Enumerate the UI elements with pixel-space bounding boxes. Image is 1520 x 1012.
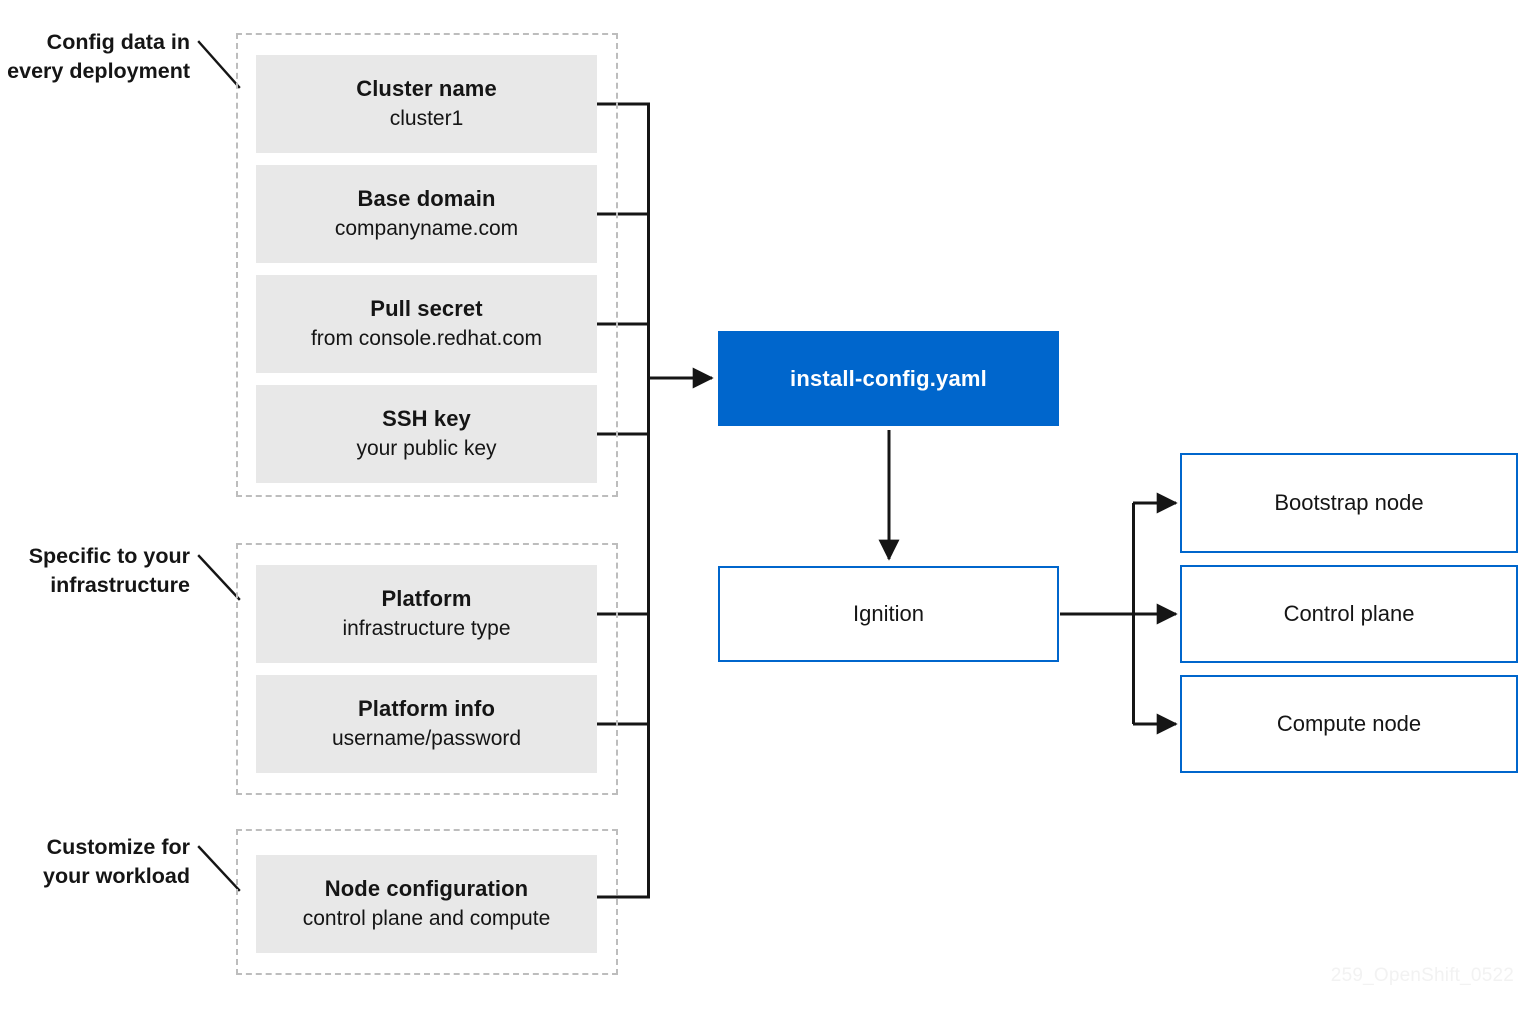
card-platform-info-title: Platform info [358, 695, 495, 721]
card-ssh-key[interactable]: SSH key your public key [256, 385, 597, 483]
card-cluster-name[interactable]: Cluster name cluster1 [256, 55, 597, 153]
annotation-workload: Customize for your workload [43, 835, 190, 888]
card-cluster-name-title: Cluster name [356, 75, 497, 101]
card-platform-info[interactable]: Platform info username/password [256, 675, 597, 773]
leader-line-infrastructure [197, 554, 241, 601]
group-workload [236, 829, 618, 975]
card-platform[interactable]: Platform infrastructure type [256, 565, 597, 663]
card-platform-value: infrastructure type [342, 617, 511, 641]
install-config-node-label: install-config.yaml [790, 365, 987, 391]
leader-line-workload [197, 845, 241, 892]
watermark: 259_OpenShift_0522 [1330, 965, 1514, 986]
card-ssh-key-value: your public key [356, 437, 497, 461]
control-plane-node-label: Control plane [1283, 601, 1415, 626]
ignition-node[interactable]: Ignition [718, 566, 1059, 662]
card-pull-secret-value: from console.redhat.com [310, 327, 543, 351]
card-node-configuration-title: Node configuration [324, 875, 529, 901]
bootstrap-node-label: Bootstrap node [1274, 490, 1424, 515]
card-base-domain[interactable]: Base domain companyname.com [256, 165, 597, 263]
card-base-domain-title: Base domain [357, 185, 496, 211]
leader-line-config-data [197, 40, 241, 89]
card-node-configuration-value: control plane and compute [302, 907, 551, 931]
card-pull-secret-title: Pull secret [370, 295, 483, 321]
compute-node-label: Compute node [1276, 711, 1422, 736]
annotation-config-data: Config data in every deployment [7, 30, 190, 83]
group-common-config [236, 33, 618, 497]
bootstrap-node[interactable]: Bootstrap node [1180, 453, 1518, 553]
card-cluster-name-value: cluster1 [389, 107, 464, 131]
ignition-node-label: Ignition [853, 601, 924, 626]
install-config-node[interactable]: install-config.yaml [718, 331, 1059, 426]
group-infrastructure [236, 543, 618, 795]
compute-node[interactable]: Compute node [1180, 675, 1518, 773]
card-pull-secret[interactable]: Pull secret from console.redhat.com [256, 275, 597, 373]
card-base-domain-value: companyname.com [334, 217, 519, 241]
card-platform-info-value: username/password [331, 727, 522, 751]
annotation-infrastructure: Specific to your infrastructure [28, 544, 190, 597]
card-platform-title: Platform [381, 585, 472, 611]
card-ssh-key-title: SSH key [382, 405, 471, 431]
control-plane-node[interactable]: Control plane [1180, 565, 1518, 663]
card-node-configuration[interactable]: Node configuration control plane and com… [256, 855, 597, 953]
